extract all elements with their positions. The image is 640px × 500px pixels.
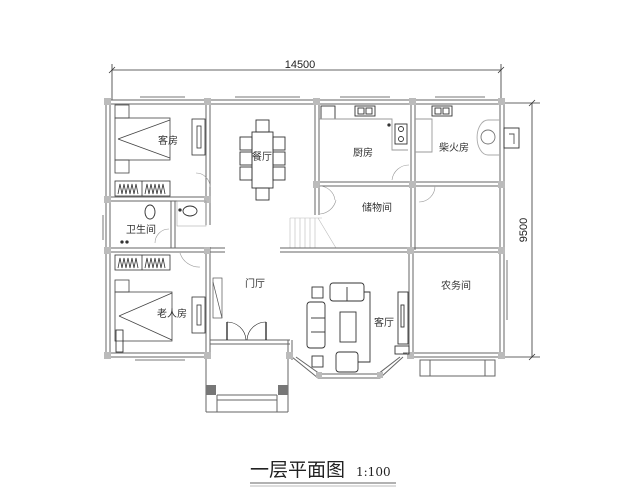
label-storage: 储物间 [362, 201, 392, 214]
guest-tv [191, 118, 206, 156]
label-bathroom: 卫生间 [126, 223, 156, 236]
elder-tv [191, 296, 206, 334]
guest-door [195, 172, 211, 188]
elder-door [179, 252, 201, 268]
entrance-door [226, 321, 267, 341]
dimension-right [500, 99, 540, 361]
stairs [289, 199, 337, 249]
kitchen-fixtures [319, 105, 410, 181]
label-guest-room: 客房 [158, 134, 178, 147]
label-kitchen: 厨房 [353, 146, 373, 159]
elder-wardrobe [114, 254, 171, 271]
label-elder-room: 老人房 [157, 307, 187, 320]
elder-bed [114, 279, 173, 353]
windows [102, 96, 508, 361]
label-foyer: 门厅 [245, 277, 265, 290]
label-dining: 餐厅 [252, 150, 272, 163]
storage-door [318, 185, 336, 201]
firewood-fixtures [415, 105, 520, 203]
dining-table [239, 119, 286, 201]
plan-scale: 1:100 [356, 465, 391, 479]
porch-columns [206, 385, 288, 395]
width-dimension: 14500 [285, 59, 316, 71]
living-tv [394, 291, 410, 355]
bathroom-fixtures [120, 200, 207, 244]
plan-title: 一层平面图 [250, 459, 345, 481]
guest-wardrobe [114, 180, 171, 197]
label-firewood-room: 柴火房 [439, 141, 469, 154]
height-dimension: 9500 [518, 218, 530, 242]
bath-door [154, 228, 170, 244]
sofa-set [306, 282, 371, 373]
stair-walls [210, 247, 340, 253]
label-living-room: 客厅 [374, 316, 394, 329]
label-farm-room: 农务间 [441, 279, 471, 292]
guest-bed [114, 104, 171, 174]
walls [105, 99, 505, 413]
foyer-cabinet [212, 277, 223, 319]
columns [104, 98, 505, 378]
dimension-top [108, 64, 505, 100]
